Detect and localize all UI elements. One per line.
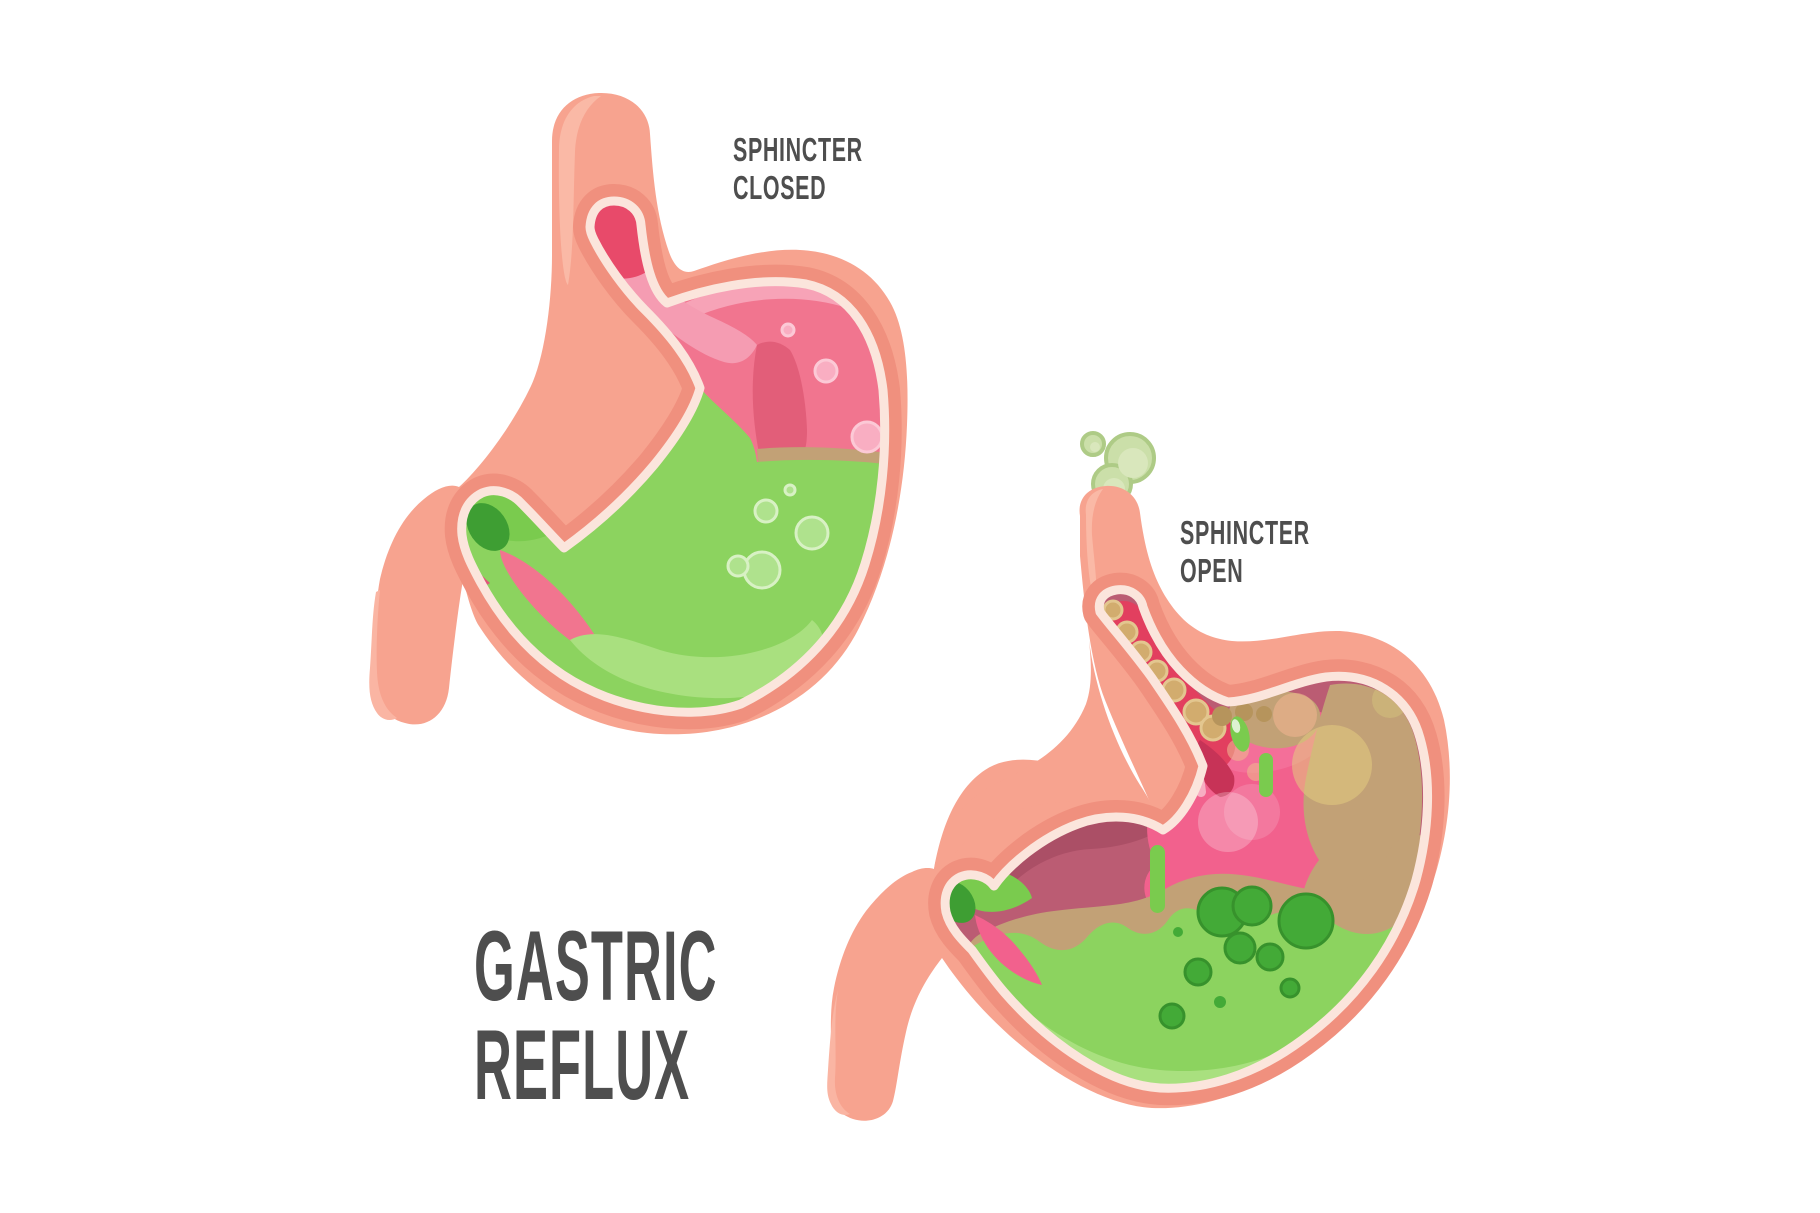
- acid-dots: [1173, 927, 1226, 1008]
- esophagus-highlight: [558, 96, 601, 285]
- cardia-shadow: [752, 341, 807, 458]
- antrum-wedge-open: [975, 915, 1042, 985]
- churn-bubbles: [1198, 682, 1408, 852]
- label-sphincter-closed: SPHINCTER CLOSED: [733, 131, 863, 207]
- page-title-line1: GASTRIC: [474, 910, 718, 1021]
- label-sphincter-closed-line2: CLOSED: [733, 169, 827, 206]
- label-sphincter-open-line1: SPHINCTER: [1180, 514, 1310, 551]
- page-title-line2: REFLUX: [474, 1009, 691, 1120]
- reflux-throat-shadow: [1195, 740, 1235, 797]
- stomach-closed-figure: [369, 92, 908, 735]
- page-title: GASTRIC REFLUX: [474, 916, 718, 1114]
- acid-bubbles-dark: [1158, 885, 1335, 1030]
- stomach-open-figure: [827, 431, 1450, 1121]
- esophagus-lumen-closed: [596, 262, 757, 364]
- esophagus-open-highlight: [1085, 489, 1103, 605]
- acid-highlight: [570, 620, 824, 699]
- acid-drop-gloss: [1231, 719, 1241, 733]
- duodenum-highlight: [369, 590, 397, 721]
- pyloric-sphincter-closed: [466, 503, 510, 551]
- stomach-closed-lining: [457, 196, 890, 717]
- label-sphincter-closed-line1: SPHINCTER: [733, 131, 863, 168]
- bile-bubbles-cardia: [1212, 703, 1272, 726]
- stomach-open-lining: [940, 585, 1433, 1093]
- gas-bubbles-acid: [726, 483, 830, 590]
- duodenum-open-highlight: [827, 990, 850, 1115]
- label-sphincter-open: SPHINCTER OPEN: [1180, 514, 1310, 590]
- antrum-wedge: [500, 550, 610, 663]
- label-sphincter-open-line2: OPEN: [1180, 552, 1244, 589]
- stomach-open-wall-left: [934, 640, 1158, 869]
